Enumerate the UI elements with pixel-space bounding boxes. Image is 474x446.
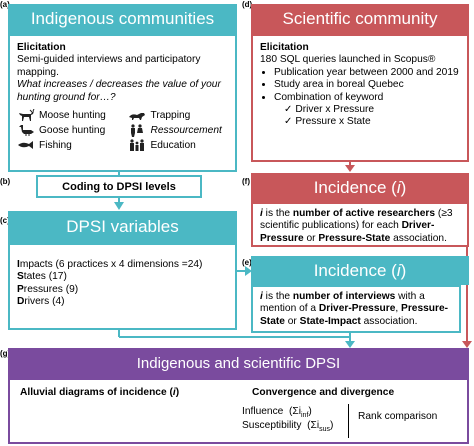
label-d: (d): [242, 0, 253, 9]
keyword-combo: ✓ Driver x Pressure: [284, 104, 375, 116]
coding-dpsi-box: Coding to DPSI levels: [36, 175, 202, 198]
incidence-indigenous-panel: i is the number of interviews with a men…: [251, 285, 461, 333]
goose-icon: [17, 124, 39, 137]
label-a: (a): [0, 0, 10, 9]
activity-label: Education: [150, 140, 196, 152]
dpsi-variables-panel: Impacts (6 practices x 4 dimensions =24)…: [8, 243, 237, 330]
label-b: (b): [0, 177, 11, 186]
label-f: (f): [242, 177, 250, 186]
dpsi-variables-header: DPSI variables: [8, 211, 237, 243]
activity-label: Trapping: [150, 110, 191, 122]
incidence-indigenous-header: Incidence (i): [251, 256, 469, 285]
activity-row: Fishing: [17, 138, 128, 153]
check-icon: ✓: [284, 104, 296, 116]
elicitation-desc-d: 180 SQL queries launched in Scopus®: [260, 54, 436, 66]
scientific-community-header: Scientific community: [251, 4, 469, 34]
rank-comparison-label: Rank comparison: [358, 411, 438, 422]
arrow-b-c: [114, 202, 124, 210]
dpsi-item: Pressures (9): [17, 283, 79, 295]
indigenous-communities-header: Indigenous communities: [8, 4, 237, 34]
label-c: (c): [0, 216, 10, 225]
elicitation-heading-d: Elicitation: [260, 42, 309, 53]
elicitation-question: What increases / decreases the value of …: [17, 79, 221, 103]
incidence-indigenous-text: i is the number of interviews with a men…: [260, 291, 449, 327]
fish-icon: [17, 139, 39, 152]
people-icon: [128, 139, 150, 152]
label-g: (g): [0, 349, 11, 358]
marten-icon: [128, 109, 150, 122]
activity-label: Moose hunting: [39, 110, 106, 122]
activity-label: Ressourcement: [150, 125, 222, 137]
dpsi-item: Drivers (4): [17, 296, 65, 308]
indigenous-communities-panel: Elicitation Semi-guided interviews and p…: [8, 34, 237, 172]
activity-row: Trapping: [128, 108, 228, 123]
divider: [348, 404, 349, 438]
dpsi-item: States (17): [17, 271, 67, 283]
elicitation-desc-a: Semi-guided interviews and participatory…: [17, 54, 201, 78]
scientific-community-panel: Elicitation 180 SQL queries launched in …: [251, 34, 469, 162]
arrow-d-f: [345, 165, 355, 172]
criteria-list: Publication year between 2000 and 2019 S…: [260, 67, 460, 104]
activity-row: Ressourcement: [128, 123, 228, 138]
activity-label: Fishing: [39, 140, 72, 152]
moose-icon: [17, 109, 39, 122]
activity-label: Goose hunting: [39, 125, 106, 137]
arrow-c-e: [245, 266, 252, 276]
susceptibility-label: Susceptibility (Σisus): [242, 420, 334, 434]
keyword-combo: ✓ Pressure x State: [284, 116, 371, 128]
incidence-scientific-panel: i is the number of active researchers (≥…: [251, 202, 469, 247]
convergence-heading: Convergence and divergence: [252, 387, 395, 398]
elicitation-heading-a: Elicitation: [17, 42, 66, 53]
family-icon: [128, 124, 150, 138]
criteria-item: Combination of keyword: [274, 92, 460, 104]
activity-row: Moose hunting: [17, 108, 128, 123]
incidence-scientific-header: Incidence (i): [251, 173, 469, 202]
dpsi-item: Impacts (6 practices x 4 dimensions =24): [17, 259, 203, 270]
criteria-item: Study area in boreal Quebec: [274, 79, 460, 91]
dpsi-combined-panel: Alluvial diagrams of incidence (i) Conve…: [8, 378, 469, 444]
alluvial-heading: Alluvial diagrams of incidence (i): [20, 387, 180, 398]
incidence-scientific-text: i is the number of active researchers (≥…: [260, 208, 453, 244]
label-e: (e): [242, 258, 252, 267]
criteria-item: Publication year between 2000 and 2019: [274, 67, 460, 79]
activity-row: Goose hunting: [17, 123, 128, 138]
influence-label: Influence (Σiinf): [242, 406, 312, 420]
dpsi-combined-header: Indigenous and scientific DPSI: [8, 348, 469, 378]
activity-row: Education: [128, 138, 228, 153]
check-icon: ✓: [284, 116, 296, 128]
